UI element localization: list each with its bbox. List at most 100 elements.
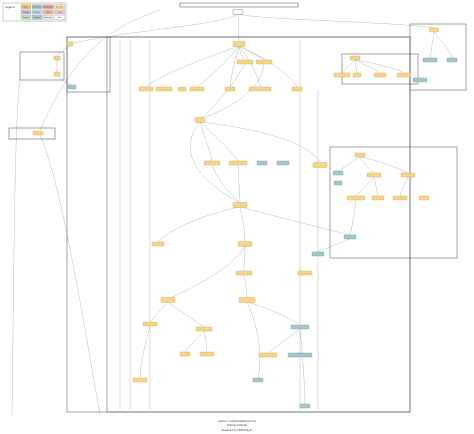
graph-edge <box>56 45 71 57</box>
graph-edge <box>239 206 351 236</box>
legend-title: Legend <box>5 5 15 9</box>
graph-node <box>237 241 253 247</box>
graph-node <box>138 86 154 92</box>
graph-edge <box>199 121 321 163</box>
graph-edge <box>184 330 205 353</box>
graph-node <box>258 352 278 358</box>
graph-node <box>195 326 213 332</box>
graph-node <box>248 86 272 92</box>
graph-node <box>236 59 254 65</box>
cluster-box <box>106 36 411 413</box>
graph-edge <box>373 176 379 197</box>
graph-edge <box>243 245 246 272</box>
graph-node <box>333 72 351 78</box>
legend-swatch <box>54 4 65 9</box>
graph-node <box>346 195 366 201</box>
graph-edge <box>359 156 375 174</box>
graph-edge <box>267 328 301 354</box>
graph-node <box>155 86 173 92</box>
graph-edge <box>359 156 409 174</box>
legend-item-label: External <box>45 16 53 19</box>
graph-node <box>299 403 311 409</box>
graph-edge <box>145 45 240 88</box>
graph-node <box>332 170 344 176</box>
graph-edges <box>11 9 453 416</box>
graph-edge <box>11 79 21 416</box>
footer-credit: Powered by DDD Player <box>222 428 254 432</box>
graph-node <box>160 297 176 303</box>
graph-edge <box>239 206 246 243</box>
graph-node <box>418 195 430 201</box>
graph-node <box>291 86 303 92</box>
graph-node <box>352 72 362 78</box>
graph-edge <box>354 59 405 74</box>
legend-swatch <box>54 15 65 20</box>
cluster-box <box>329 146 458 259</box>
graph-edge <box>202 63 265 119</box>
graph-edge <box>238 45 298 88</box>
graph-edge <box>199 121 239 162</box>
graph-node <box>256 160 268 166</box>
legend-item-label: Ingress <box>34 16 41 19</box>
graph-edge <box>429 31 435 59</box>
graph-edge <box>237 13 435 29</box>
graph-node <box>446 57 458 63</box>
graph-edge <box>317 238 351 253</box>
legend-swatch <box>32 9 43 15</box>
legend-item-label: Pod <box>47 12 50 14</box>
graph-edge <box>71 13 239 44</box>
graph-edge <box>203 330 208 353</box>
graph-node <box>67 84 77 90</box>
legend-item-label: Deployment <box>43 5 54 8</box>
graph-edge <box>39 134 101 416</box>
legend-item-label: Job <box>57 12 62 14</box>
graph-node <box>142 321 158 327</box>
graph-node <box>392 195 408 201</box>
graph-node <box>297 270 313 276</box>
graph-edge <box>201 63 246 119</box>
graph-edge <box>399 176 409 197</box>
cluster-box <box>179 2 299 8</box>
legend-item-label: Node <box>24 6 30 8</box>
graph-edge <box>56 75 73 86</box>
legend-item-label: Secret <box>34 11 40 14</box>
graph-edge <box>354 59 358 74</box>
legend-item-label: Config <box>23 12 29 14</box>
cluster-box <box>341 53 419 85</box>
legend-item-label: Component <box>32 5 43 8</box>
graph-node <box>179 351 191 357</box>
legend-swatch <box>32 15 43 20</box>
graph-edge <box>139 325 151 379</box>
cluster-box <box>19 51 65 81</box>
legend-swatch <box>20 4 32 9</box>
graph-node <box>311 251 325 257</box>
graph-node <box>132 377 148 383</box>
graph-node <box>32 130 44 136</box>
legend-swatch <box>43 9 54 15</box>
graph-node <box>349 55 361 61</box>
graph-edge <box>199 121 213 162</box>
graph-edge <box>354 59 381 74</box>
graph-edge <box>39 9 161 131</box>
graph-edge <box>190 121 241 204</box>
graph-edge <box>238 45 246 61</box>
graph-node <box>66 41 74 47</box>
graph-node <box>189 86 205 92</box>
graph-node <box>297 352 313 358</box>
graph-node <box>232 202 248 208</box>
legend-swatch <box>20 15 32 20</box>
graph-edge <box>349 199 357 236</box>
graph-edge <box>246 301 301 326</box>
graph-node <box>252 377 264 383</box>
graph-edge <box>211 164 241 204</box>
graph-edge <box>149 301 169 323</box>
cluster-box <box>66 36 411 413</box>
footer: python_rule(blaze/Repo/root) Dialogue Mo… <box>218 419 256 432</box>
graph-node <box>224 86 236 92</box>
graph-nodes <box>32 9 458 409</box>
graph-node <box>400 172 416 178</box>
graph-node <box>354 152 366 158</box>
graph-node <box>290 324 310 330</box>
